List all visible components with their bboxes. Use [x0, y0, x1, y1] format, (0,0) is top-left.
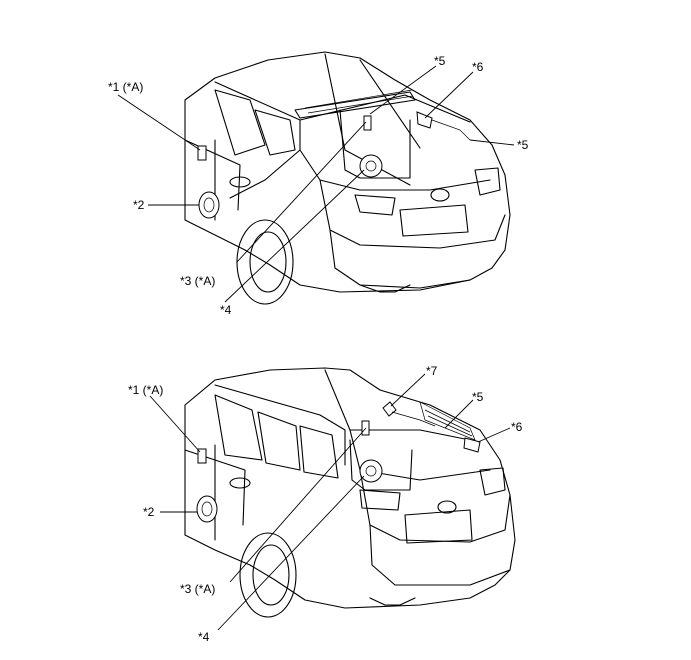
- wagon-callout-4: *4: [198, 630, 210, 644]
- sedan-diagram: *1 (*A) *2 *3 (*A) *4 *5 *6 *5: [108, 51, 529, 317]
- sedan-callout-6: *6: [472, 60, 484, 74]
- wagon-callout-3: *3 (*A): [180, 582, 216, 596]
- sedan-illustration: [117, 51, 515, 305]
- sedan-body: [184, 51, 511, 305]
- wagon-part-4: [359, 459, 383, 483]
- sedan-part-1: [197, 145, 207, 161]
- wagon-callout-2: *2: [143, 505, 155, 519]
- wagon-callout-1: *1 (*A): [128, 383, 164, 397]
- wagon-callout-6: *6: [511, 420, 523, 434]
- wagon-diagram: *1 (*A) *2 *3 (*A) *4 *7 *5 *6: [0, 330, 691, 660]
- sedan-callout-4: *4: [220, 303, 232, 317]
- sedan-part-6: [416, 111, 433, 129]
- wagon-callout-5: *5: [472, 390, 484, 404]
- wagon-leader-lines: [149, 373, 511, 631]
- wagon-part-2: [196, 495, 218, 523]
- sedan-callout-3: *3 (*A): [180, 274, 216, 288]
- sedan-leader-lines: [117, 65, 515, 303]
- sedan-callout-2: *2: [133, 198, 145, 212]
- sedan-callout-5-right: *5: [517, 138, 529, 152]
- sedan-components: [197, 111, 471, 219]
- sedan-callout-1: *1 (*A): [108, 80, 144, 94]
- wagon-part-7: [382, 401, 397, 417]
- sedan-callout-5-top: *5: [434, 54, 446, 68]
- wagon-components: [196, 401, 481, 523]
- wagon-body: [184, 367, 516, 618]
- wagon-callout-7: *7: [426, 364, 438, 378]
- sedan-part-3: [363, 115, 372, 131]
- wagon-part-6: [463, 437, 481, 453]
- sedan-part-4: [359, 154, 383, 178]
- wagon-part-1: [197, 448, 207, 464]
- sedan-part-2: [198, 191, 220, 219]
- wagon-illustration: [149, 367, 516, 631]
